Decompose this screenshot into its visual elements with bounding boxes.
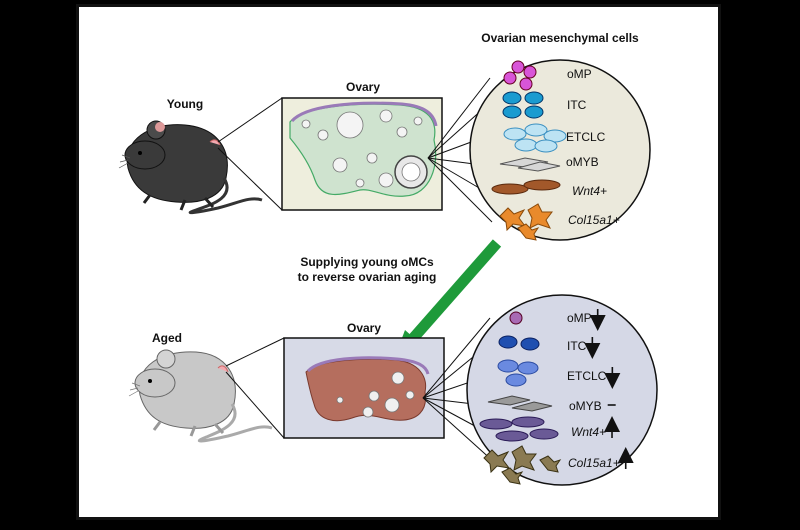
young-mouse	[118, 120, 263, 215]
young-cell-label: oMYB	[566, 155, 599, 169]
young-cell-label: Wnt4+	[572, 184, 607, 198]
young-cell-wnt4	[491, 179, 561, 195]
aged-mouse	[128, 349, 273, 443]
aged-cell-etclc	[497, 359, 539, 387]
aged-cell-omp	[509, 311, 523, 325]
cells-title: Ovarian mesenchymal cells	[481, 31, 639, 45]
transfer-arrow-shaft	[404, 239, 502, 347]
young-fan-lines	[427, 77, 493, 223]
young-cell-omp	[503, 60, 537, 91]
zoom-line	[217, 147, 283, 211]
aged-cell-itc	[498, 335, 540, 351]
transfer-line1: Supplying young oMCs	[300, 255, 434, 269]
zoom-line	[217, 97, 283, 143]
aged-cell-wnt4	[479, 416, 559, 442]
young-cell-itc	[502, 91, 544, 119]
zoom-line	[225, 337, 285, 367]
young-cell-label: ITC	[567, 98, 587, 112]
aged-label: Aged	[152, 331, 182, 345]
young-cell-labels: oMP ITC ETCLC oMYB Wnt4+ Col15a1+	[566, 67, 620, 227]
aged-cell-label: ETCLC	[567, 369, 607, 383]
transfer-line2: to reverse ovarian aging	[298, 270, 437, 284]
young-follicles	[301, 109, 428, 189]
aged-follicles	[336, 371, 415, 418]
young-cell-omyb	[499, 157, 561, 172]
aged-cell-label: oMYB	[569, 399, 602, 413]
zoom-line	[225, 371, 285, 439]
young-cell-etclc	[503, 123, 567, 153]
young-cell-label: oMP	[567, 67, 592, 81]
aged-cell-label: Col15a1+	[568, 456, 620, 470]
aged-cell-col15a1	[483, 445, 562, 485]
aged-cell-label: ITC	[567, 339, 587, 353]
aged-ovary-label: Ovary	[347, 321, 381, 335]
young-cell-label: Col15a1+	[568, 213, 620, 227]
young-ovary-label: Ovary	[346, 80, 380, 94]
aged-cell-labels: oMP ITC ETCLC oMYB Wnt4+ Col15a1+	[567, 309, 634, 470]
young-cells-circle	[469, 59, 651, 241]
young-cell-col15a1	[499, 203, 553, 241]
young-cell-label: ETCLC	[566, 130, 606, 144]
aged-cell-omyb	[487, 395, 553, 412]
aged-cell-label: oMP	[567, 311, 592, 325]
aged-cell-label: Wnt4+	[571, 425, 606, 439]
young-label: Young	[167, 97, 203, 111]
